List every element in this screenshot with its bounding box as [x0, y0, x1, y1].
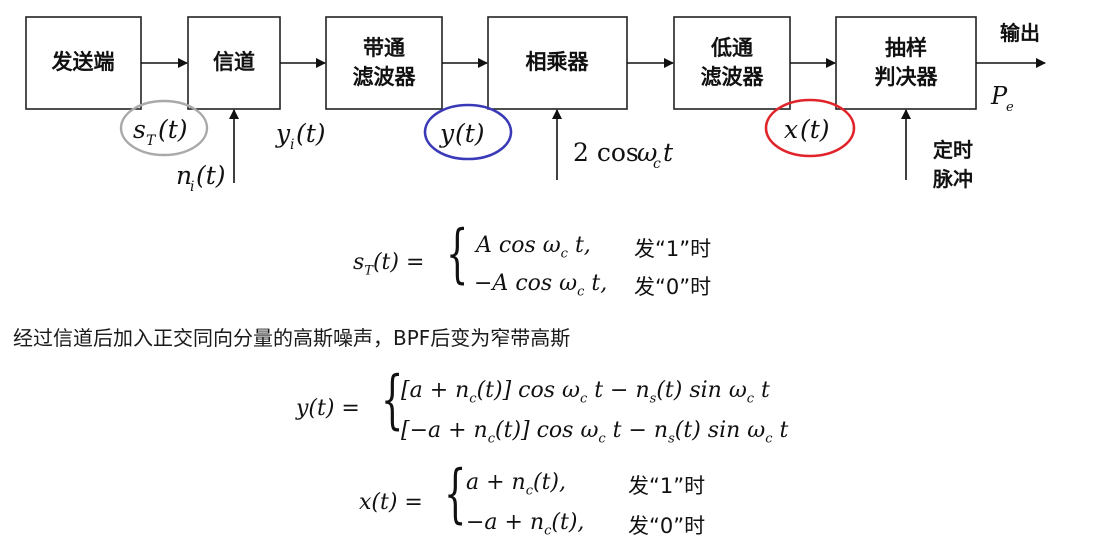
equation-x-lhs: x(t) = — [359, 490, 423, 515]
bandpass-filter-block: 带通 滤波器 — [325, 16, 443, 110]
equation-sT-lhs: sT(t) = — [353, 250, 425, 279]
sampler-label-line2: 判决器 — [875, 65, 939, 89]
carrier-subscript: c — [653, 156, 661, 172]
equation-x-case1: a + nc(t), — [466, 470, 566, 499]
pe-subscript: e — [1006, 100, 1014, 115]
equation-x-note2: 发“0”时 — [628, 514, 706, 538]
equation-sT-note2: 发“0”时 — [634, 275, 712, 299]
y-arg: (t) — [455, 119, 485, 148]
explanation-paragraph: 经过信道后加入正交同向分量的高斯噪声，BPF后变为窄带高斯 — [13, 326, 571, 350]
x-arg: (t) — [800, 115, 830, 144]
x-highlight-circle — [764, 98, 856, 158]
multiplier-label: 相乘器 — [526, 50, 590, 74]
equation-y-brace: { — [381, 363, 404, 437]
sT-base: s — [133, 115, 146, 144]
channel-label: 信道 — [213, 50, 255, 74]
yi-arg: (t) — [296, 119, 326, 148]
lowpass-filter-block: 低通 滤波器 — [673, 16, 791, 110]
signal-ni: n i (t) — [176, 161, 226, 195]
ni-base: n — [176, 161, 192, 190]
channel-block: 信道 — [187, 16, 281, 110]
sampler-label-line1: 抽样 — [885, 36, 927, 60]
yi-base: y — [275, 119, 291, 148]
ni-subscript: i — [190, 179, 194, 195]
pe-base: P — [990, 82, 1008, 110]
sT-arg: (t) — [158, 115, 188, 144]
equation-sT-case2: −A cos ωc t, — [474, 271, 608, 300]
equation-x-brace: { — [444, 457, 467, 531]
y-base: y — [439, 119, 455, 148]
equation-sT-note1: 发“1”时 — [634, 237, 712, 261]
output-label: 输出 — [1000, 21, 1040, 45]
signal-y: y (t) — [423, 103, 513, 161]
y-highlight-circle — [423, 103, 513, 161]
equation-y-case1: [a + nc(t)] cos ωc t − ns(t) sin ωc t — [401, 378, 770, 407]
sampler-decision-block: 抽样 判决器 — [835, 16, 977, 110]
lpf-label-line1: 低通 — [710, 36, 753, 60]
signal-x: x (t) — [764, 98, 856, 158]
equation-y-lhs: y(t) = — [296, 396, 360, 421]
transmitter-block: 发送端 — [25, 16, 142, 110]
timing-label-line1: 定时 — [933, 138, 973, 162]
signal-carrier: 2 cos ω c t — [573, 138, 674, 172]
sT-highlight-circle — [119, 99, 209, 157]
equation-x-note1: 发“1”时 — [628, 474, 706, 498]
equation-x-case2: −a + nc(t), — [466, 510, 585, 539]
carrier-t: t — [663, 138, 674, 167]
ni-arg: (t) — [196, 161, 226, 190]
carrier-coef: 2 cos — [573, 138, 639, 167]
multiplier-block: 相乘器 — [487, 16, 628, 110]
equation-sT-brace: { — [446, 217, 469, 291]
bpf-label-line1: 带通 — [363, 36, 405, 60]
bpf-label-line2: 滤波器 — [353, 65, 417, 89]
timing-label-line2: 脉冲 — [932, 167, 973, 191]
sT-subscript: T — [146, 133, 157, 149]
receiver-block-diagram: 发送端 信道 带通 滤波器 相乘器 低通 滤波器 抽样 判决器 输出 P e — [25, 16, 1046, 195]
equation-y-case2: [−a + nc(t)] cos ωc t − ns(t) sin ωc t — [401, 418, 789, 447]
equation-sT-case1: A cos ωc t, — [476, 233, 591, 262]
signal-sT: s T (t) — [119, 99, 209, 157]
carrier-omega: ω — [637, 138, 657, 167]
x-base: x — [784, 115, 798, 144]
signal-yi: y i (t) — [275, 119, 326, 153]
yi-subscript: i — [290, 137, 294, 153]
pe-label: P e — [990, 82, 1014, 115]
transmitter-label: 发送端 — [51, 50, 115, 74]
lpf-label-line2: 滤波器 — [701, 65, 765, 89]
